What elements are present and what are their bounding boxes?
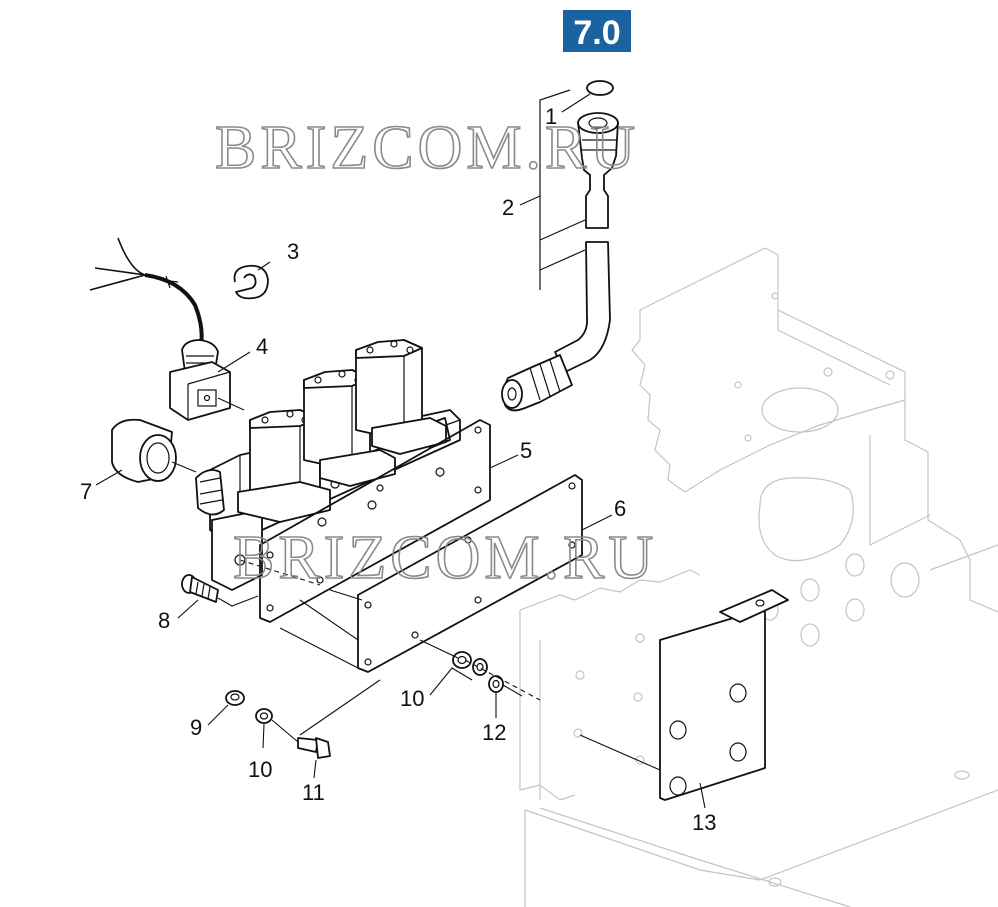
section-badge: 7.0 (563, 10, 631, 52)
callout-label: 4 (256, 334, 268, 359)
watermark-text: BRIZCOM.RU (215, 114, 639, 182)
callout-labels: 1 2 3 4 5 6 7 8 9 10 10 11 12 13 (80, 104, 716, 835)
cable-part (89, 237, 204, 351)
machine-frame (519, 247, 998, 907)
section-badge-bg (563, 10, 631, 52)
callout-label: 5 (520, 438, 532, 463)
callout-label: 1 (545, 104, 557, 129)
callout-label: 6 (614, 496, 626, 521)
callout-label: 11 (302, 780, 325, 805)
callout-label: 7 (80, 479, 92, 504)
solenoid-valve-block-part (195, 339, 461, 591)
callout-label: 8 (158, 608, 170, 633)
bolt-part-8 (181, 574, 219, 603)
bolt-part-11 (297, 737, 331, 759)
washer-part-10b (452, 651, 488, 676)
mounting-plate-part (259, 419, 491, 623)
section-badge-label: 7.0 (573, 14, 620, 52)
callout-label: 10 (400, 686, 424, 711)
callout-label: 3 (287, 239, 299, 264)
callout-label: 9 (190, 715, 202, 740)
o-ring-part (586, 80, 614, 96)
nut-part-9 (225, 690, 245, 706)
callout-label: 13 (692, 810, 716, 835)
hose-assembly-part (501, 89, 619, 412)
callout-label: 10 (248, 757, 272, 782)
bracket-part (659, 589, 789, 801)
connector-plug-part (169, 339, 231, 421)
leader-lines (95, 93, 706, 809)
nut-part-12 (488, 675, 504, 693)
hose-clip-part (233, 264, 269, 300)
washer-part-10a (255, 708, 273, 724)
callout-label: 2 (502, 195, 514, 220)
watermark-text: BRIZCOM.RU (233, 524, 657, 592)
callout-label: 12 (482, 720, 506, 745)
sleeve-part (111, 418, 177, 483)
